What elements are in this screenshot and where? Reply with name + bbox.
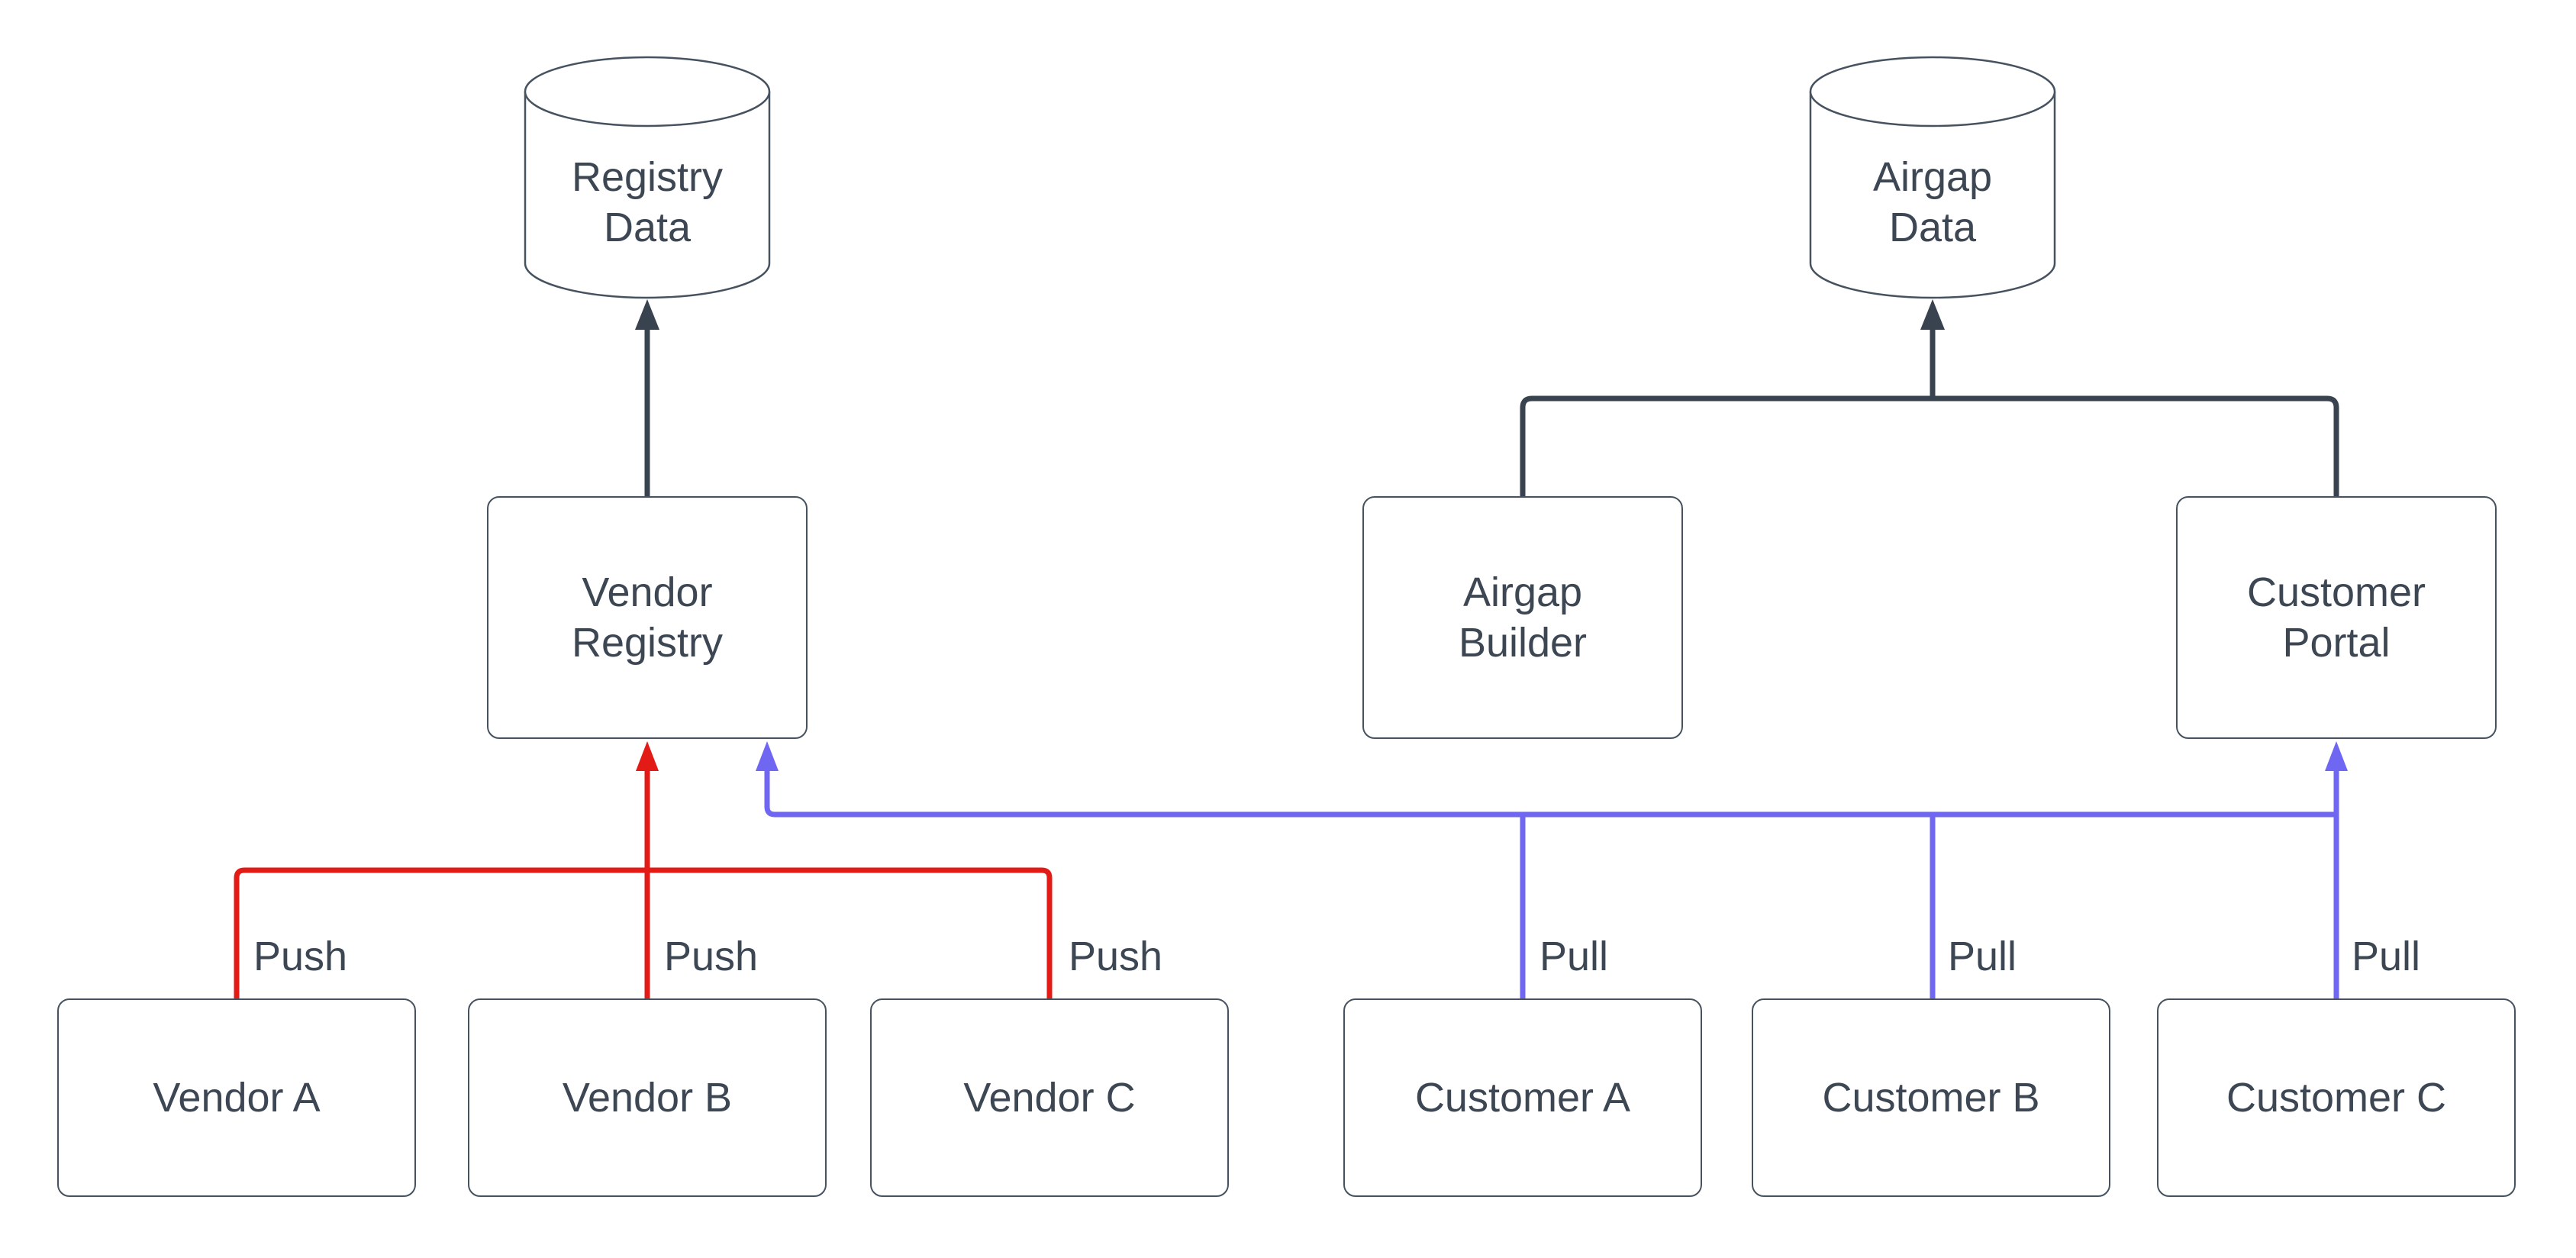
arrowhead-up-icon [2325,741,2348,771]
node-label-vendor-a: Vendor A [153,1075,321,1121]
edge-push-vendor-a [234,867,647,998]
node-customer-portal: Customer Portal [2176,496,2497,739]
edge-label-push-vendor-c: Push [1069,934,1163,979]
node-customer-b: Customer B [1752,998,2110,1197]
datastore-label-text: Registry Data [571,154,724,250]
node-label-customer-portal: Customer Portal [2246,569,2426,666]
arrowhead-up-icon [636,741,659,771]
datastore-label-airgap-data: Airgap Data [1810,115,2055,290]
edge-label-pull-customer-c: Pull [2352,934,2421,979]
arrowhead-up-icon [1920,299,1945,330]
node-label-customer-a: Customer A [1414,1075,1631,1121]
edge-push-vendor-b [636,741,659,998]
node-vendor-c: Vendor C [870,998,1229,1197]
database-cylinder-registry-data [524,56,771,299]
arrowhead-up-icon [756,741,779,771]
node-label-vendor-b: Vendor B [562,1075,733,1121]
edge-pull-trunk-to-vendor-registry [756,741,2336,818]
node-label-airgap-builder: Airgap Builder [1458,569,1588,666]
node-label-customer-b: Customer B [1822,1075,2040,1121]
node-vendor-b: Vendor B [468,998,827,1197]
datastore-label-registry-data: Registry Data [525,115,769,290]
edge-label-pull-customer-a: Pull [1539,934,1609,979]
node-label-vendor-registry: Vendor Registry [571,569,724,666]
node-customer-c: Customer C [2157,998,2516,1197]
node-vendor-registry: Vendor Registry [487,496,808,739]
edge-label-push-vendor-a: Push [253,934,348,979]
node-vendor-a: Vendor A [57,998,416,1197]
edge-label-push-vendor-b: Push [664,934,759,979]
arrowhead-up-icon [635,299,659,330]
edge-push-vendor-c [647,867,1053,998]
edge-pull-customer-c-to-customer-portal [2325,741,2348,998]
node-label-vendor-c: Vendor C [963,1075,1136,1121]
node-label-customer-c: Customer C [2226,1075,2447,1121]
edge-builder-and-portal-to-airgap-data [1520,299,2339,496]
database-cylinder-airgap-data [1809,56,2056,299]
datastore-label-text: Airgap Data [1872,154,1993,250]
node-airgap-builder: Airgap Builder [1362,496,1683,739]
edge-label-pull-customer-b: Pull [1948,934,2017,979]
node-customer-a: Customer A [1343,998,1702,1197]
edge-vendor-registry-to-registry-data [635,299,659,496]
